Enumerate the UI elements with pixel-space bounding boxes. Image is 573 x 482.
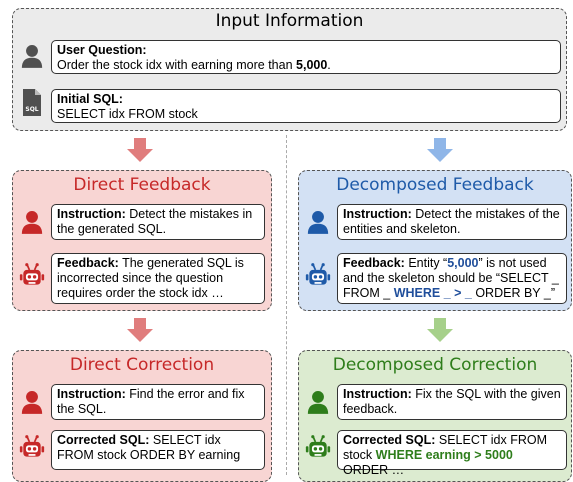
instruction-label: Instruction:	[57, 387, 126, 401]
decomposed-feedback-instruction-card: Instruction: Detect the mistakes of the …	[337, 204, 567, 240]
user-question-text: Order the stock idx with earning more th…	[57, 58, 297, 72]
feedback-where: WHERE _ > _	[393, 286, 472, 300]
sql-file-icon-text: SQL	[25, 106, 38, 113]
decomposed-correction-title: Decomposed Correction	[332, 355, 538, 375]
column-divider	[286, 135, 287, 475]
instruction-label: Instruction:	[57, 207, 126, 221]
decomposed-feedback-title: Decomposed Feedback	[336, 175, 534, 195]
instruction-label: Instruction:	[343, 387, 412, 401]
instruction-text: Fix the SQL with the given feedback.	[343, 387, 561, 416]
corrected-sql-text: SELECT idx FROM stock ORDER BY earning	[57, 433, 241, 462]
arrow-down-icon	[127, 318, 153, 342]
robot-icon	[19, 435, 45, 461]
instruction-label: Instruction:	[343, 207, 412, 221]
user-question-number: 5,000	[296, 58, 328, 72]
robot-icon	[305, 263, 331, 289]
user-question-card: User Question: Order the stock idx with …	[51, 40, 561, 74]
user-icon	[307, 389, 329, 415]
corrected-sql-label: Corrected SQL:	[57, 433, 150, 447]
user-icon	[21, 209, 43, 235]
user-question-end: .	[327, 58, 331, 72]
direct-feedback-panel: Direct Feedback Instruction: Detect the …	[12, 170, 272, 311]
corrected-sql-text-2: ORDER …	[343, 463, 405, 477]
sql-file-icon: SQL	[23, 89, 41, 116]
feedback-text-1: Entity “	[404, 256, 448, 270]
direct-correction-panel: Direct Correction Instruction: Find the …	[12, 350, 272, 482]
instruction-text: Find the error and fix the SQL.	[57, 387, 245, 416]
feedback-text-3: ORDER BY _”	[471, 286, 555, 300]
corrected-sql-label: Corrected SQL:	[343, 433, 436, 447]
feedback-entity: 5,000	[447, 256, 479, 270]
user-icon	[307, 209, 329, 235]
feedback-text: The generated SQL is incorrected since t…	[57, 256, 244, 300]
direct-correction-title: Direct Correction	[69, 355, 215, 375]
instruction-text: Detect the mistakes in the generated SQL…	[57, 207, 253, 236]
user-question-label: User Question:	[57, 43, 147, 57]
decomposed-corrected-sql-card: Corrected SQL: SELECT idx FROM stock WHE…	[337, 430, 567, 477]
user-icon	[21, 389, 43, 415]
robot-icon	[19, 263, 45, 289]
feedback-label: Feedback:	[343, 256, 405, 270]
input-information-panel: Input Information User Question: Order t…	[12, 8, 567, 131]
arrow-down-icon	[127, 138, 153, 162]
arrow-down-icon	[427, 318, 453, 342]
instruction-text: Detect the mistakes of the entities and …	[343, 207, 560, 236]
decomposed-correction-panel: Decomposed Correction Instruction: Fix t…	[298, 350, 572, 482]
direct-feedback-card: Feedback: The generated SQL is incorrect…	[51, 253, 265, 304]
direct-feedback-instruction-card: Instruction: Detect the mistakes in the …	[51, 204, 265, 240]
initial-sql-label: Initial SQL:	[57, 92, 123, 106]
feedback-text-2: ” is not used and the skeleton should be…	[343, 256, 559, 300]
decomposed-feedback-panel: Decomposed Feedback Instruction: Detect …	[298, 170, 572, 311]
user-icon	[21, 43, 43, 69]
initial-sql-text: SELECT idx FROM stock	[57, 107, 198, 121]
corrected-sql-where: WHERE earning > 5000	[375, 448, 513, 462]
initial-sql-card: Initial SQL: SELECT idx FROM stock	[51, 89, 561, 123]
input-information-title: Input Information	[215, 11, 364, 31]
corrected-sql-text-1: SELECT idx FROM stock	[343, 433, 547, 462]
direct-feedback-title: Direct Feedback	[73, 175, 211, 195]
decomposed-feedback-card: Feedback: Entity “5,000” is not used and…	[337, 253, 567, 304]
decomposed-correction-instruction-card: Instruction: Fix the SQL with the given …	[337, 384, 567, 420]
direct-corrected-sql-card: Corrected SQL: SELECT idx FROM stock ORD…	[51, 430, 265, 470]
feedback-label: Feedback:	[57, 256, 119, 270]
arrow-down-icon	[427, 138, 453, 162]
direct-correction-instruction-card: Instruction: Find the error and fix the …	[51, 384, 265, 420]
robot-icon	[305, 435, 331, 461]
